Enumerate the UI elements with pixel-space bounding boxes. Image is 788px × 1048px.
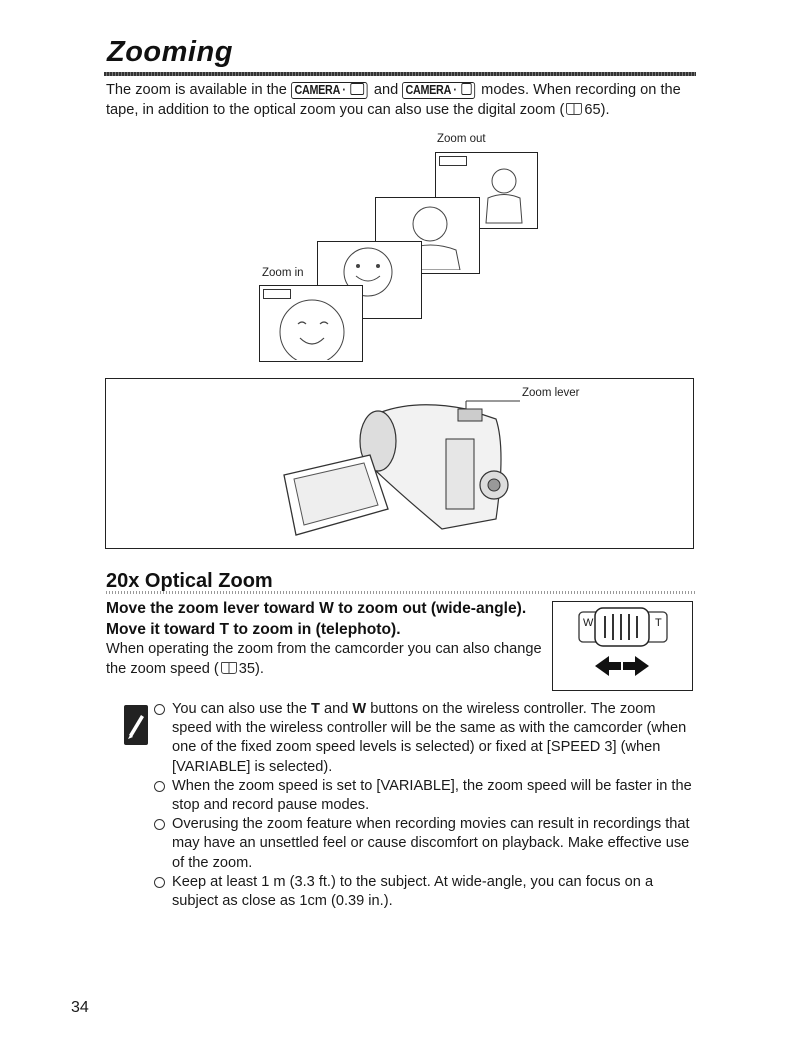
mode-label: CAMERA [294, 83, 340, 97]
intro-text-2: and [373, 82, 399, 98]
note-pencil-icon [124, 705, 148, 745]
note-item: Overusing the zoom feature when recordin… [154, 815, 694, 873]
bullet-icon [154, 876, 165, 888]
note-item: Keep at least 1 m (3.3 ft.) to the subje… [154, 873, 694, 911]
bullet-icon [154, 819, 165, 831]
notes-list: You can also use the T and W buttons on … [154, 700, 694, 911]
baby-illustration [343, 247, 393, 297]
intro-text-1: The zoom is available in the [106, 82, 287, 98]
camcorder-drawing [283, 400, 520, 536]
note-text: Keep at least 1 m (3.3 ft.) to the subje… [172, 873, 654, 910]
desc-text: ). [255, 660, 264, 677]
step-w: W [319, 600, 334, 617]
zoom-lever-icon [578, 607, 668, 676]
zoom-out-label: Zoom out [437, 133, 486, 145]
baby-illustration [485, 168, 523, 224]
intro-text-3: modes. When recording on the tape, in ad… [106, 82, 681, 118]
zoom-lever-figure: W T [552, 601, 693, 691]
section-heading: 20x Optical Zoom [106, 570, 273, 592]
baby-face-illustration [279, 299, 345, 360]
book-reference-icon [566, 102, 583, 115]
mode-label: CAMERA [405, 83, 452, 97]
desc-ref: 35 [238, 660, 255, 677]
step-text: to zoom out (wide-angle). Move it toward [106, 600, 527, 638]
zoom-frame-mid2 [317, 241, 422, 319]
zoom-in-label: Zoom in [262, 267, 304, 279]
note-text: Overusing the zoom feature when recordin… [172, 816, 690, 871]
card-icon [461, 83, 472, 95]
note-text: buttons on the wireless controller. The … [172, 701, 687, 775]
title-rule [104, 72, 696, 76]
desc-text: When operating the zoom from the camcord… [106, 641, 542, 677]
note-text: You can also use the [172, 701, 312, 717]
camera-tape-mode-badge: CAMERA · [290, 82, 368, 99]
note-text: and [319, 701, 353, 717]
lever-t-label: T [655, 617, 662, 629]
camcorder-illustration-box: Zoom lever [105, 378, 694, 549]
note-text: When the zoom speed is set to [VARIABLE]… [172, 777, 692, 814]
zoom-frame-tele [259, 285, 363, 362]
camera-card-mode-badge: CAMERA · [402, 82, 476, 99]
intro-paragraph: The zoom is available in the CAMERA · an… [106, 81, 698, 120]
step-t: T [219, 621, 230, 638]
note-item: When the zoom speed is set to [VARIABLE]… [154, 777, 694, 815]
right-arrow-icon [623, 656, 649, 676]
section-rule [106, 591, 696, 594]
step-instruction: Move the zoom lever toward W to zoom out… [106, 598, 552, 640]
lever-w-label: W [583, 617, 594, 629]
left-arrow-icon [595, 656, 621, 676]
tape-icon [350, 83, 364, 95]
zoom-bar [439, 156, 467, 166]
step-text: Move the zoom lever toward [106, 600, 320, 617]
note-item: You can also use the T and W buttons on … [154, 700, 694, 777]
bullet-icon [154, 780, 165, 792]
step-description: When operating the zoom from the camcord… [106, 640, 552, 679]
note-bold: T [311, 701, 320, 717]
note-bold: W [352, 701, 367, 717]
intro-text-4: ). [600, 101, 610, 118]
bullet-icon [154, 704, 165, 715]
book-reference-icon [220, 661, 237, 674]
page-number: 34 [71, 999, 89, 1016]
intro-ref: 65 [584, 101, 601, 118]
zoom-lever-label: Zoom lever [522, 387, 580, 399]
page-title: Zooming [107, 36, 233, 68]
step-text: to zoom in (telephoto). [229, 621, 401, 638]
zoom-bar [263, 289, 291, 299]
